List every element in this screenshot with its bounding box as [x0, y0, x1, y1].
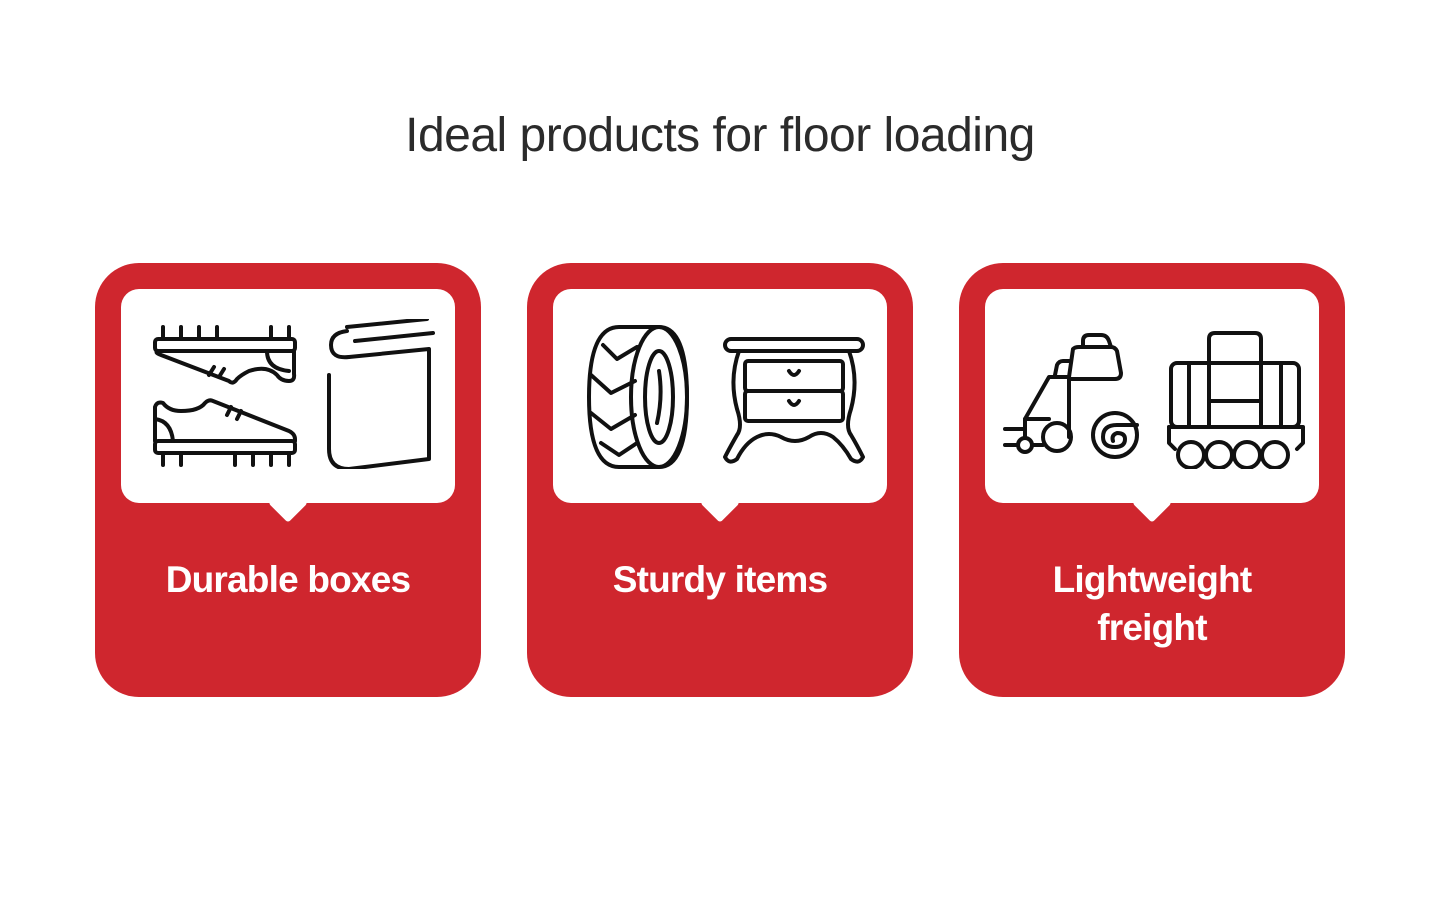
icon-panel [121, 289, 455, 503]
cleats-shoes-icon [149, 319, 299, 469]
card-label: Durable boxes [165, 559, 411, 600]
hay-baler-vehicle-icon [995, 319, 1145, 469]
card-sturdy-items: Sturdy items [527, 263, 913, 697]
icon-panel [985, 289, 1319, 503]
icon-panel [553, 289, 887, 503]
card-label-line-2: freight [1097, 607, 1207, 648]
luggage-cart-icon [1165, 319, 1315, 469]
page-title: Ideal products for floor loading [405, 109, 1035, 162]
card-lightweight-freight: Lightweight freight [959, 263, 1345, 697]
card-durable-boxes: Durable boxes [95, 263, 481, 697]
card-label: Sturdy items [612, 559, 828, 600]
card-label-line-1: Lightweight [1052, 559, 1253, 600]
card-label: Lightweight freight [979, 556, 1325, 652]
book-icon [287, 319, 437, 469]
tire-icon [579, 319, 729, 469]
nightstand-dresser-icon [719, 319, 869, 469]
